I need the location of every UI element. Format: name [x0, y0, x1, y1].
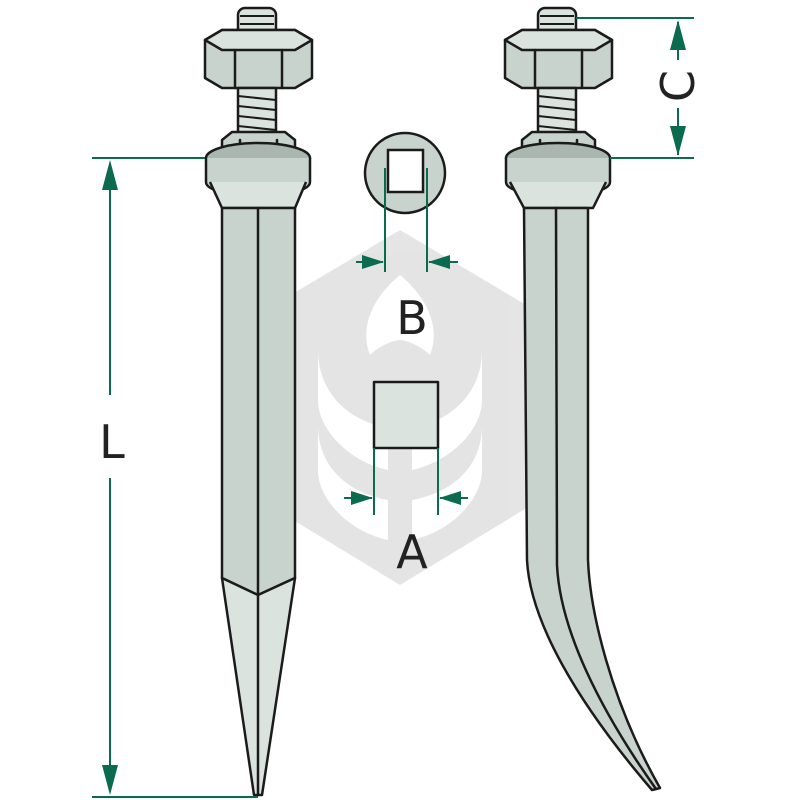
tine-shaft [522, 206, 662, 792]
round-cross-section-inner [386, 148, 425, 194]
dimension-C: C [576, 17, 705, 159]
straight-tine [203, 6, 314, 797]
dimension-label-B: B [396, 291, 428, 345]
square-cross-section [372, 380, 440, 450]
bent-tine [503, 6, 662, 792]
dimension-B: B [356, 131, 458, 345]
dimension-label-L: L [99, 415, 125, 469]
dimension-label-C: C [651, 70, 705, 102]
dimension-label-A: A [396, 525, 428, 579]
dimension-L: L [92, 157, 258, 798]
dimension-A: A [344, 380, 468, 579]
